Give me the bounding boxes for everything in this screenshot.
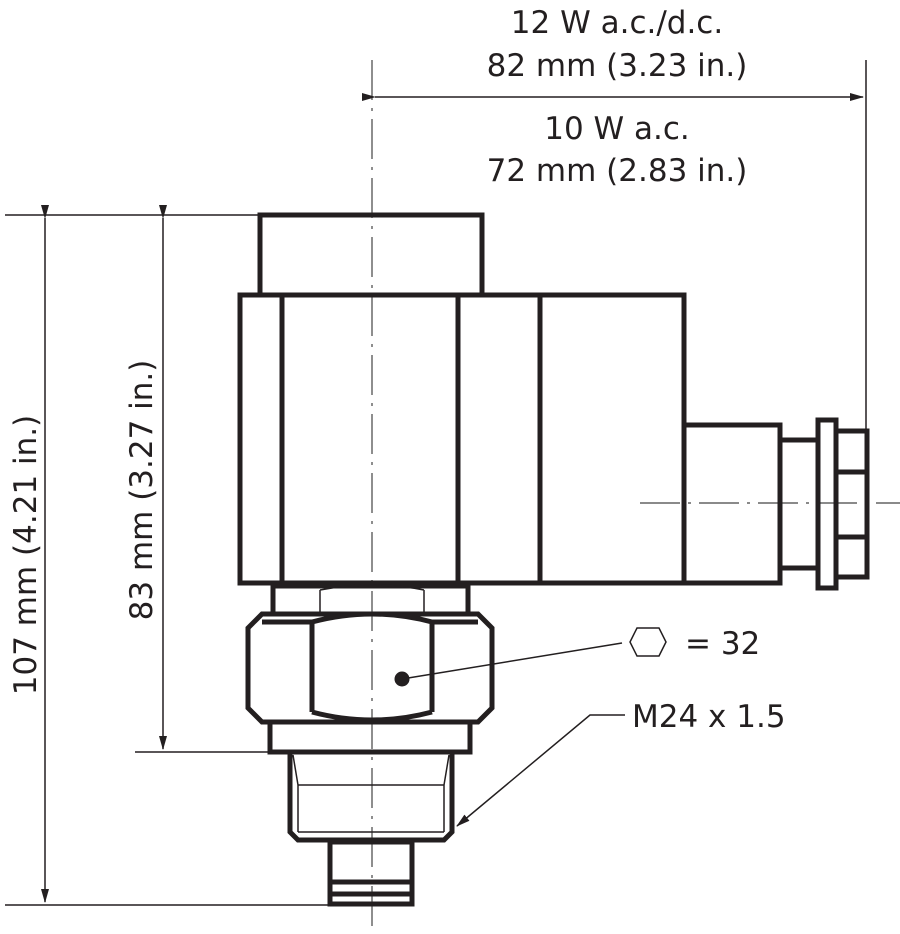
thread-leader	[456, 714, 625, 827]
hex-size-leader	[394, 642, 623, 687]
width-10w-label: 10 W a.c.	[544, 111, 690, 147]
body-height-label: 83 mm (3.27 in.)	[124, 360, 160, 621]
washer	[267, 719, 473, 755]
dimension-width	[362, 60, 867, 430]
hex-nut	[245, 611, 495, 725]
thread	[287, 752, 455, 843]
hexagon-wrench-size-icon	[629, 627, 667, 657]
plug-connector	[681, 417, 870, 591]
total-height-label: 107 mm (4.21 in.)	[8, 415, 44, 695]
width-12w-label: 12 W a.c./d.c.	[511, 5, 723, 41]
dimension-body-height	[135, 205, 270, 753]
hex-size-label: = 32	[685, 626, 760, 662]
lock-nut	[270, 583, 471, 617]
dimension-total-height	[5, 205, 330, 906]
coil-body	[237, 292, 687, 586]
coil-cap	[257, 212, 485, 298]
width-12w-value: 82 mm (3.23 in.)	[487, 48, 748, 84]
pin	[327, 839, 415, 907]
thread-label: M24 x 1.5	[632, 699, 786, 735]
width-10w-value: 72 mm (2.83 in.)	[487, 153, 748, 189]
